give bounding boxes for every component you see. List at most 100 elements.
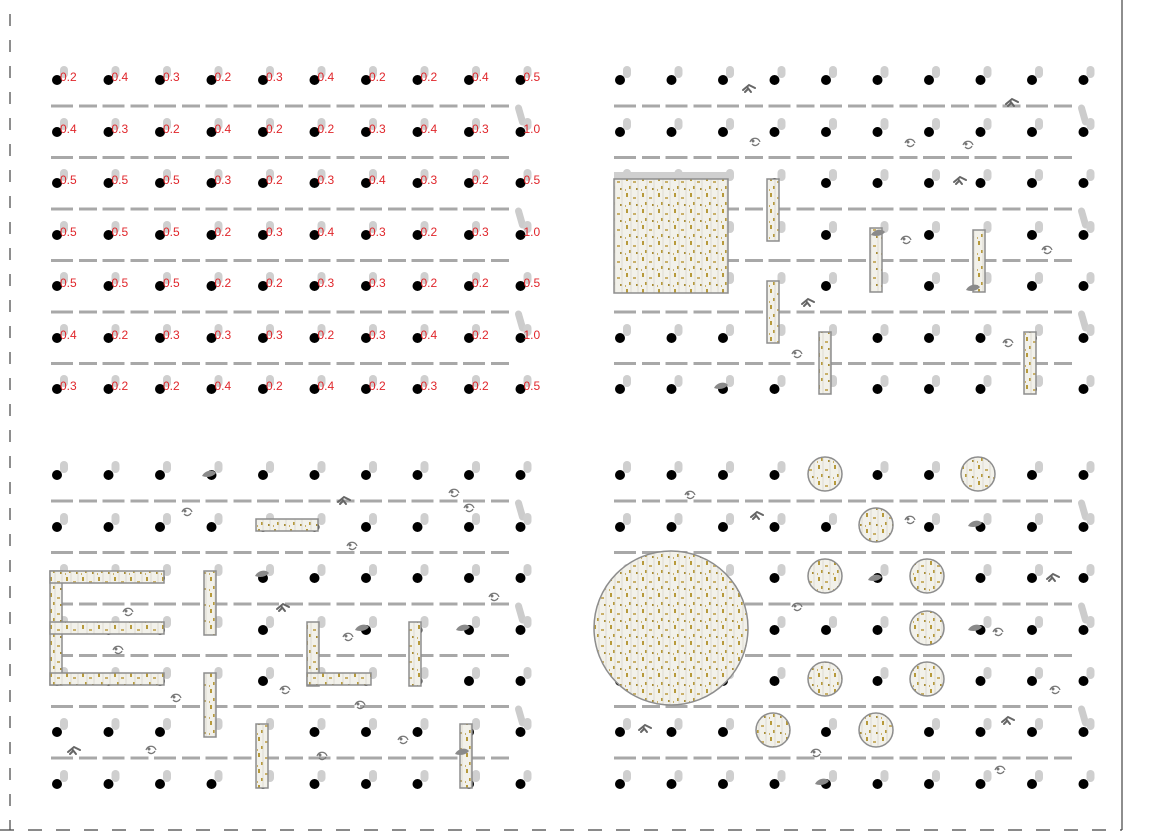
node-shadow [726, 513, 734, 525]
node-shadow [932, 513, 940, 525]
bird-icon [489, 593, 499, 600]
grid-node [52, 522, 62, 532]
grid-node [1027, 573, 1037, 583]
grid-node [873, 676, 883, 686]
grid-node [1027, 75, 1037, 85]
cell-value: 0.2 [369, 70, 386, 84]
node-shadow [1087, 118, 1095, 130]
node-shadow [318, 770, 326, 782]
node-shadow-stroke [519, 606, 523, 620]
vertical-bar [767, 179, 779, 241]
bird-icon [963, 141, 973, 148]
grid-node [516, 573, 526, 583]
cell-value: 0.2 [266, 122, 283, 136]
node-shadow [881, 770, 889, 782]
grid-node [413, 522, 423, 532]
node-shadow [675, 513, 683, 525]
cell-value: 0.2 [421, 276, 438, 290]
node-shadow [675, 718, 683, 730]
grid-node [52, 727, 62, 737]
grid-node [924, 384, 934, 394]
node-shadow [1035, 118, 1043, 130]
cell-value: 0.3 [215, 173, 232, 187]
cell-value: 0.4 [60, 328, 77, 342]
node-shadow [881, 66, 889, 78]
node-shadow [1035, 616, 1043, 628]
grid-node [464, 676, 474, 686]
bird-icon [343, 633, 353, 640]
cell-value: 0.3 [421, 173, 438, 187]
grid-node [1027, 779, 1037, 789]
cell-value: 0.4 [318, 70, 335, 84]
panel-values-grid: 0.20.40.30.20.30.40.20.20.40.50.40.30.20… [51, 66, 541, 394]
node-shadow [984, 564, 992, 576]
grid-node [1079, 75, 1089, 85]
grid-node [667, 127, 677, 137]
node-shadow [163, 770, 171, 782]
bird-icon [280, 686, 290, 693]
grid-node [1027, 230, 1037, 240]
node-shadow [1087, 66, 1095, 78]
node-shadow [778, 66, 786, 78]
node-shadow [623, 718, 631, 730]
node-shadow [318, 461, 326, 473]
vertical-bar [870, 228, 882, 292]
grid-node [1079, 178, 1089, 188]
node-shadow [472, 718, 480, 730]
grid-node [104, 470, 114, 480]
vertical-bar [204, 673, 216, 737]
node-shadow-stroke [519, 211, 523, 225]
node-shadow [829, 169, 837, 181]
node-shadow [1087, 718, 1095, 730]
node-shadow [163, 513, 171, 525]
grid-node [1027, 625, 1037, 635]
cell-value: 0.3 [421, 379, 438, 393]
node-shadow [1035, 667, 1043, 679]
grid-node [667, 384, 677, 394]
grid-node [1027, 727, 1037, 737]
node-shadow [623, 118, 631, 130]
vertical-bar [460, 724, 472, 788]
node-shadow [778, 770, 786, 782]
grid-node [104, 779, 114, 789]
node-shadow [881, 564, 889, 576]
node-shadow [472, 667, 480, 679]
grid-node [1079, 333, 1089, 343]
grid-node [52, 779, 62, 789]
node-shadow [623, 375, 631, 387]
small-circle-block [756, 713, 790, 747]
grid-node [1079, 230, 1089, 240]
node-shadow [524, 616, 532, 628]
node-shadow [675, 324, 683, 336]
grid-node [873, 75, 883, 85]
grid-node [1027, 281, 1037, 291]
node-shadow [984, 66, 992, 78]
node-shadow-stroke [1082, 108, 1086, 122]
grid-node [413, 779, 423, 789]
vertical-bar [1024, 332, 1036, 394]
panel-square-bars [614, 66, 1095, 394]
cell-value: 0.2 [215, 225, 232, 239]
cell-value: 0.2 [266, 379, 283, 393]
cell-value: 0.5 [163, 225, 180, 239]
node-shadow [524, 770, 532, 782]
node-shadow [266, 616, 274, 628]
vertical-bar [204, 571, 216, 635]
cell-value: 1.0 [524, 122, 541, 136]
cell-value: 0.4 [215, 379, 232, 393]
cell-value: 0.3 [266, 70, 283, 84]
grid-node [1027, 522, 1037, 532]
node-shadow [984, 718, 992, 730]
small-circle-block [961, 457, 995, 491]
node-shadow [524, 564, 532, 576]
grid-node [361, 522, 371, 532]
grid-node [1027, 676, 1037, 686]
node-shadow [1035, 718, 1043, 730]
cell-value: 0.2 [472, 173, 489, 187]
large-square-block [614, 179, 728, 293]
cell-value: 0.5 [60, 276, 77, 290]
node-shadow [215, 513, 223, 525]
grid-node [821, 75, 831, 85]
small-circle-block [910, 559, 944, 593]
